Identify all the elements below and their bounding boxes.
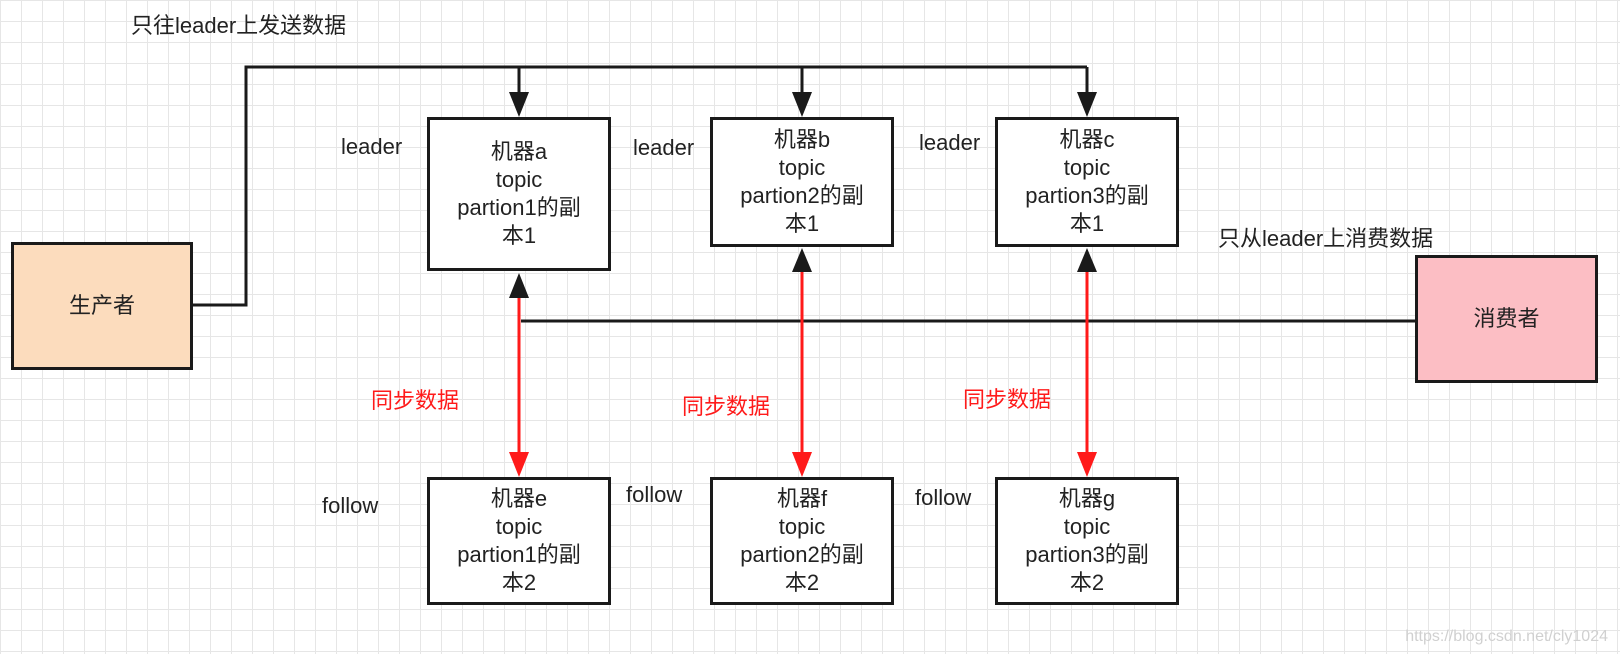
sync-arrowhead-up-b [792, 248, 812, 272]
follower-g-line-2: topic [1063, 514, 1111, 539]
follower-f-line-4: 本2 [784, 570, 820, 595]
follower-g-line-3: partion3的副 [1025, 542, 1149, 567]
follower-g-line-4: 本2 [1069, 570, 1105, 595]
leader-role-label-a: leader [341, 134, 403, 159]
follower-f-line-2: topic [778, 514, 826, 539]
leader-c-line-4: 本1 [1069, 211, 1105, 236]
follower-e-line-3: partion1的副 [457, 542, 581, 567]
leader-b-line-1: 机器b [773, 127, 831, 152]
leader-b-line-4: 本1 [784, 211, 820, 236]
producer-label: 生产者 [68, 293, 135, 318]
consumer-label: 消费者 [1473, 306, 1540, 331]
leader-b-line-3: partion2的副 [740, 183, 864, 208]
follower-e-line-1: 机器e [490, 486, 548, 511]
send-arrowheads [509, 92, 1097, 117]
sync-arrowheads-up [509, 248, 1097, 298]
sync-arrowheads-down [509, 452, 1097, 477]
send-arrowhead-b [792, 92, 812, 117]
follower-node-f[interactable]: 机器f topic partion2的副 本2 [710, 477, 894, 605]
producer-send-connector [190, 65, 1089, 307]
leader-a-line-2: topic [495, 167, 543, 192]
producer-note: 只往leader上发送数据 [131, 13, 347, 38]
follower-role-label-e: follow [322, 493, 379, 518]
follower-e-line-2: topic [495, 514, 543, 539]
leader-node-c[interactable]: 机器c topic partion3的副 本1 [995, 117, 1179, 247]
follower-f-line-3: partion2的副 [740, 542, 864, 567]
leader-c-line-1: 机器c [1059, 127, 1115, 152]
follower-role-label-f: follow [626, 482, 683, 507]
sync-label-b: 同步数据 [682, 394, 771, 419]
producer-node[interactable]: 生产者 [11, 242, 193, 370]
leader-role-label-c: leader [919, 130, 981, 155]
follower-e-line-4: 本2 [501, 570, 537, 595]
leader-c-line-3: partion3的副 [1025, 183, 1149, 208]
sync-arrowhead-down-b [792, 452, 812, 477]
send-arrowhead-a [509, 92, 529, 117]
sync-arrowhead-up-c [1077, 248, 1097, 272]
leader-node-b[interactable]: 机器b topic partion2的副 本1 [710, 117, 894, 247]
leader-node-a[interactable]: 机器a topic partion1的副 本1 [427, 117, 611, 271]
follower-node-e[interactable]: 机器e topic partion1的副 本2 [427, 477, 611, 605]
leader-a-line-4: 本1 [501, 223, 537, 248]
consumer-node[interactable]: 消费者 [1415, 255, 1598, 383]
sync-label-a: 同步数据 [371, 388, 460, 413]
consumer-note: 只从leader上消费数据 [1218, 226, 1434, 251]
sync-label-c: 同步数据 [963, 387, 1052, 412]
leader-a-line-1: 机器a [490, 139, 548, 164]
leader-b-line-2: topic [778, 155, 826, 180]
sync-arrowhead-down-c [1077, 452, 1097, 477]
follower-f-line-1: 机器f [776, 486, 828, 511]
sync-arrowhead-down-a [509, 452, 529, 477]
follower-role-label-g: follow [915, 485, 972, 510]
sync-arrows [517, 262, 1089, 455]
sync-arrowhead-up-a [509, 273, 529, 298]
follower-g-line-1: 机器g [1058, 486, 1116, 511]
send-arrowhead-c [1077, 92, 1097, 117]
leader-role-label-b: leader [633, 135, 695, 160]
watermark-text: https://blog.csdn.net/cly1024 [1405, 628, 1608, 645]
follower-node-g[interactable]: 机器g topic partion3的副 本2 [995, 477, 1179, 605]
leader-a-line-3: partion1的副 [457, 195, 581, 220]
leader-c-line-2: topic [1063, 155, 1111, 180]
